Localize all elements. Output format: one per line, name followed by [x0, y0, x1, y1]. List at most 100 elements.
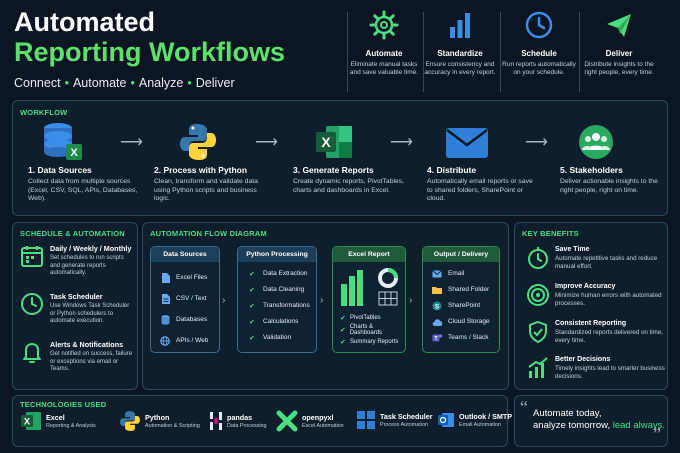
tagline-word: Connect: [14, 76, 61, 90]
flow-item: ✔Calculations: [238, 316, 316, 327]
check-icon: ✔: [340, 326, 346, 334]
flow-item-label: Excel Files: [176, 274, 208, 281]
benefit-title: Save Time: [555, 246, 590, 253]
flow-item-label: CSV / Text: [176, 295, 207, 302]
workflow-step-data-sources: 1. Data Sources Collect data from multip…: [28, 165, 140, 204]
flow-item: ✔Summary Reports: [333, 336, 405, 347]
flow-item-label: Cloud Storage: [448, 318, 490, 325]
flow-box-excel: Excel Report ✔PivotTables ✔Charts & Dash…: [332, 246, 406, 353]
workflow-step-distribute: 4. Distribute Automatically email report…: [427, 165, 539, 204]
arrow-icon: ⟶: [390, 134, 413, 151]
tech-name: Python: [145, 413, 170, 422]
schedule-title: SCHEDULE & AUTOMATION: [20, 229, 125, 238]
step-title: 3. Generate Reports: [293, 165, 374, 175]
feature-desc: Distribute insights to the right people,…: [584, 61, 654, 76]
step-title: 5. Stakeholders: [560, 165, 623, 175]
document-icon: [161, 293, 170, 304]
feature-title: Automate: [365, 49, 403, 58]
workflow-step-python: 2. Process with Python Clean, transform …: [154, 165, 266, 204]
flow-item: ✔PivotTables: [333, 312, 405, 323]
tech-sub: Automation & Scripting: [145, 423, 200, 429]
flow-item-label: Calculations: [263, 318, 299, 325]
flow-item: Excel Files: [151, 272, 219, 283]
schedule-item: Task Scheduler Use Windows Task Schedule…: [20, 292, 135, 326]
tech-name: Task Scheduler: [380, 412, 433, 421]
svg-text:S: S: [435, 303, 440, 310]
svg-text:X: X: [321, 134, 331, 150]
check-icon: ✔: [249, 302, 255, 310]
benefit-desc: Minimize human errors with automated pro…: [555, 292, 662, 307]
quote-close-icon: ”: [653, 424, 661, 444]
tagline-word: Automate: [72, 76, 127, 90]
feature-desc: Ensure consistency and accuracy in every…: [424, 61, 496, 76]
step-desc: Create dynamic reports, PivotTables, cha…: [293, 178, 405, 194]
flow-item: ✔Validation: [238, 332, 316, 343]
flow-box-title: Data Sources: [151, 247, 219, 262]
flow-item: Shared Folder: [423, 284, 499, 295]
schedule-item-title: Task Scheduler: [50, 292, 103, 301]
schedule-item-title: Alerts & Notifications: [50, 340, 124, 349]
benefits-title: KEY BENEFITS: [522, 229, 579, 238]
title-line2: Reporting Workflows: [14, 37, 286, 67]
flow-item-label: Data Extraction: [263, 270, 308, 277]
flow-item-label: Transformations: [263, 302, 310, 309]
check-icon: ✔: [340, 338, 346, 346]
bar-chart-icon: [450, 13, 470, 38]
flow-item: CSV / Text: [151, 293, 219, 304]
benefit-item: Improve Accuracy Minimize human errors w…: [526, 283, 666, 307]
svg-text:X: X: [70, 147, 78, 159]
step-title: 2. Process with Python: [154, 165, 248, 175]
flow-box-title: Excel Report: [333, 247, 405, 262]
flow-box-python: Python Processing ✔Data Extraction ✔Data…: [237, 246, 317, 353]
excel-chart-icon: [341, 268, 398, 306]
stakeholders-icon: [579, 125, 613, 159]
workflow-step-reports: 3. Generate Reports Create dynamic repor…: [293, 165, 405, 195]
check-icon: ✔: [340, 314, 346, 322]
tagline: Connect•Automate•Analyze•Deliver: [14, 76, 235, 90]
tagline-word: Deliver: [195, 76, 235, 90]
database-icon: X: [44, 123, 82, 160]
gear-icon: [369, 10, 399, 40]
feature-standardize: Standardize Ensure consistency and accur…: [421, 10, 499, 77]
flow-box-title: Python Processing: [238, 247, 316, 262]
schedule-item-desc: Get notified on success, failure or exce…: [50, 351, 133, 372]
flow-item-label: Data Cleaning: [263, 286, 305, 293]
benefit-desc: Standardized reports delivered on time, …: [555, 329, 663, 344]
tech-name: pandas: [227, 413, 253, 422]
arrow-icon: ⟶: [255, 134, 278, 151]
flow-item: ✔Data Cleaning: [238, 284, 316, 295]
flow-box-data-sources: Data Sources Excel Files CSV / Text Data…: [150, 246, 220, 353]
tech-name: openpyxl: [302, 413, 334, 422]
check-icon: ✔: [249, 334, 255, 342]
schedule-item: Daily / Weekly / Monthly Set schedules t…: [20, 244, 135, 278]
flow-item: Email: [423, 268, 499, 279]
flow-item-label: APIs / Web: [176, 337, 209, 344]
outlook-icon: [438, 413, 454, 427]
sharepoint-icon: S: [432, 301, 442, 310]
folder-icon: [432, 286, 442, 294]
target-icon: [527, 284, 549, 306]
quote-panel: [514, 395, 668, 447]
excel-icon: X: [21, 412, 41, 430]
benefit-title: Improve Accuracy: [555, 283, 616, 290]
flow-item: ✔Charts & Dashboards: [333, 323, 405, 336]
feature-desc: Eliminate manual tasks and save valuable…: [349, 61, 419, 76]
technologies-panel: [12, 395, 508, 447]
flow-item-label: Charts & Dashboards: [349, 323, 383, 336]
shield-check-icon: [529, 320, 547, 344]
tech-name: Excel: [46, 413, 65, 422]
teams-icon: T: [432, 334, 442, 342]
step-desc: Automatically email reports or save to s…: [427, 178, 533, 202]
flow-item: Cloud Storage: [423, 316, 499, 327]
workflow-step-stakeholders: 5. Stakeholders Deliver actionable insig…: [560, 165, 672, 195]
benefit-desc: Automate repetitive tasks and reduce man…: [555, 255, 658, 270]
